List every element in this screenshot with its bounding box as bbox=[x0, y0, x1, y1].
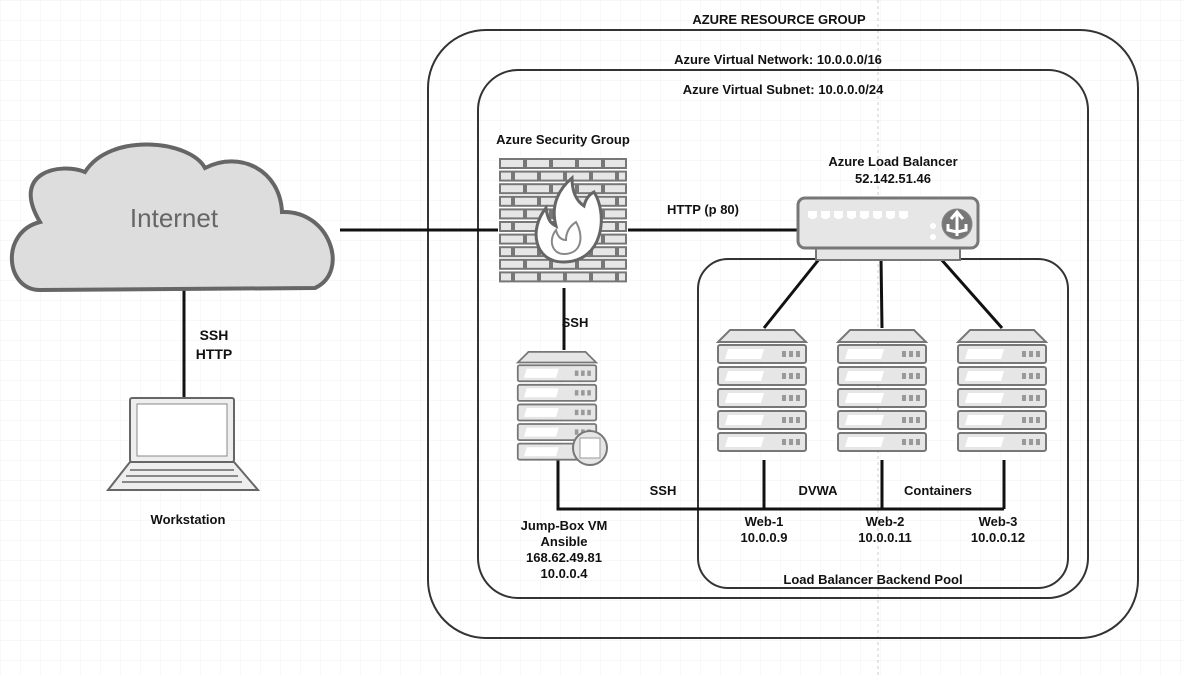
internal-containers-label: Containers bbox=[904, 483, 972, 498]
backend-pool-label: Load Balancer Backend Pool bbox=[783, 572, 963, 587]
load-balancer-icon bbox=[796, 196, 980, 261]
firewall-brick bbox=[603, 208, 627, 220]
internal-ssh-label: SSH bbox=[649, 483, 677, 498]
firewall-brick bbox=[499, 258, 525, 270]
internet-link-protocol-http: HTTP bbox=[195, 346, 233, 362]
web3-name: Web-3 bbox=[978, 514, 1018, 529]
firewall-brick bbox=[577, 258, 603, 270]
lb-port bbox=[899, 211, 908, 219]
lb-port bbox=[821, 211, 830, 219]
lb-port bbox=[847, 211, 856, 219]
firewall-brick bbox=[513, 246, 539, 258]
firewall-brick bbox=[565, 271, 591, 283]
firewall-brick bbox=[499, 195, 513, 207]
jumpbox-role: Ansible bbox=[540, 534, 588, 549]
firewall-brick bbox=[577, 183, 603, 195]
firewall-brick bbox=[577, 158, 603, 169]
security-group-label: Azure Security Group bbox=[496, 132, 630, 147]
firewall-brick bbox=[591, 246, 617, 258]
firewall-brick bbox=[617, 195, 627, 207]
web3-server-icon bbox=[957, 329, 1047, 452]
subnet-title: Azure Virtual Subnet: 10.0.0.0/24 bbox=[682, 82, 884, 97]
lb-web2-link bbox=[879, 257, 884, 329]
lb-port bbox=[886, 211, 895, 219]
firewall-brick bbox=[499, 170, 513, 182]
firewall-brick bbox=[617, 271, 627, 283]
firewall-brick bbox=[565, 170, 591, 182]
firewall-brick bbox=[539, 170, 565, 182]
firewall-brick bbox=[603, 233, 627, 245]
firewall-brick bbox=[617, 170, 627, 182]
lb-web1-link bbox=[762, 257, 822, 329]
firewall-brick bbox=[513, 221, 539, 232]
lb-port bbox=[808, 211, 817, 219]
firewall-brick bbox=[499, 271, 513, 283]
web2-server-icon bbox=[837, 329, 927, 452]
web3-ip: 10.0.0.12 bbox=[970, 530, 1026, 545]
lb-web3-link bbox=[938, 257, 1004, 329]
firewall-brick bbox=[499, 158, 525, 169]
firewall-brick bbox=[499, 221, 513, 232]
jumpbox-web-link bbox=[556, 460, 1004, 511]
firewall-brick bbox=[525, 158, 551, 169]
lb-port bbox=[860, 211, 869, 219]
firewall-brick bbox=[591, 170, 617, 182]
http-link-label: HTTP (p 80) bbox=[667, 202, 739, 217]
internet-cloud-icon bbox=[9, 142, 335, 293]
jumpbox-badge-icon bbox=[572, 430, 608, 466]
internet-link-protocol-ssh: SSH bbox=[199, 327, 229, 343]
web1-ip: 10.0.0.9 bbox=[740, 530, 788, 545]
firewall-brick bbox=[499, 246, 513, 258]
firewall-brick bbox=[591, 271, 617, 283]
firewall-brick bbox=[603, 158, 627, 169]
firewall-brick bbox=[513, 170, 539, 182]
firewall-brick bbox=[525, 258, 551, 270]
firewall-brick bbox=[603, 183, 627, 195]
lb-port bbox=[834, 211, 843, 219]
firewall-brick bbox=[551, 158, 577, 169]
firewall-icon bbox=[498, 157, 628, 288]
laptop-icon bbox=[105, 397, 261, 491]
jumpbox-public-ip: 168.62.49.81 bbox=[526, 550, 602, 565]
vnet-title: Azure Virtual Network: 10.0.0.0/16 bbox=[674, 52, 882, 67]
resource-group-title: AZURE RESOURCE GROUP bbox=[692, 12, 866, 27]
internet-label: Internet bbox=[129, 203, 219, 233]
firewall-brick bbox=[525, 183, 551, 195]
web2-name: Web-2 bbox=[865, 514, 905, 529]
firewall-brick bbox=[499, 208, 525, 220]
firewall-brick bbox=[603, 258, 627, 270]
jumpbox-name: Jump-Box VM bbox=[520, 518, 608, 533]
firewall-ssh-label: SSH bbox=[561, 315, 589, 330]
virtual-network-container bbox=[477, 69, 1089, 599]
firewall-brick bbox=[539, 271, 565, 283]
workstation-label: Workstation bbox=[150, 512, 226, 527]
firewall-brick bbox=[617, 221, 627, 232]
load-balancer-ip: 52.142.51.46 bbox=[855, 171, 931, 186]
load-balancer-name: Azure Load Balancer bbox=[828, 154, 958, 169]
firewall-brick bbox=[617, 246, 627, 258]
firewall-brick bbox=[499, 233, 525, 245]
jumpbox-private-ip: 10.0.0.4 bbox=[540, 566, 588, 581]
web2-ip: 10.0.0.11 bbox=[858, 530, 912, 545]
internal-dvwa-label: DVWA bbox=[798, 483, 838, 498]
resource-group-container bbox=[427, 29, 1139, 639]
web1-name: Web-1 bbox=[744, 514, 784, 529]
web1-server-icon bbox=[717, 329, 807, 452]
lb-port bbox=[873, 211, 882, 219]
connectors bbox=[182, 228, 1006, 511]
firewall-brick bbox=[513, 195, 539, 207]
firewall-brick bbox=[499, 183, 525, 195]
firewall-brick bbox=[513, 271, 539, 283]
